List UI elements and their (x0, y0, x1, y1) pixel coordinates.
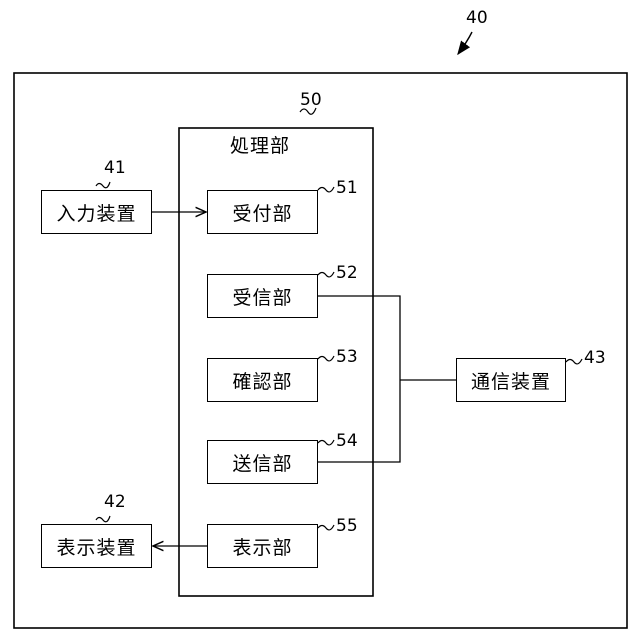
transmission-unit-ref-number: 54 (336, 433, 358, 450)
processing-unit-title: 処理部 (230, 137, 290, 156)
processing-unit-ref-number: 50 (300, 92, 322, 109)
receiving-unit-ref-number: 51 (336, 180, 358, 197)
receiving-unit-box: 受付部 (207, 190, 318, 234)
communication-device-box: 通信装置 (456, 358, 566, 402)
leader-55 (318, 525, 334, 530)
leader-42 (96, 516, 110, 522)
display-device-box: 表示装置 (41, 524, 152, 568)
input-device-ref-number: 41 (104, 160, 126, 177)
leader-51 (318, 187, 334, 192)
reception-unit-ref-number: 52 (336, 265, 358, 282)
display-unit-ref-number: 55 (336, 518, 358, 535)
input-device-box: 入力装置 (41, 190, 152, 234)
confirmation-unit-box: 確認部 (207, 358, 318, 402)
leader-43 (566, 359, 582, 364)
reception-unit-box: 受信部 (207, 274, 318, 318)
transmission-unit-box: 送信部 (207, 440, 318, 484)
communication-device-ref-number: 43 (584, 350, 606, 367)
system-ref-number: 40 (466, 10, 488, 27)
leader-52 (318, 272, 334, 277)
line-reception-bus (318, 296, 400, 462)
leader-54 (318, 440, 334, 445)
display-device-ref-number: 42 (104, 494, 126, 511)
leader-41 (96, 182, 110, 188)
system-ref-pointer (458, 32, 472, 54)
confirmation-unit-ref-number: 53 (336, 349, 358, 366)
leader-53 (318, 356, 334, 361)
display-unit-box: 表示部 (207, 524, 318, 568)
